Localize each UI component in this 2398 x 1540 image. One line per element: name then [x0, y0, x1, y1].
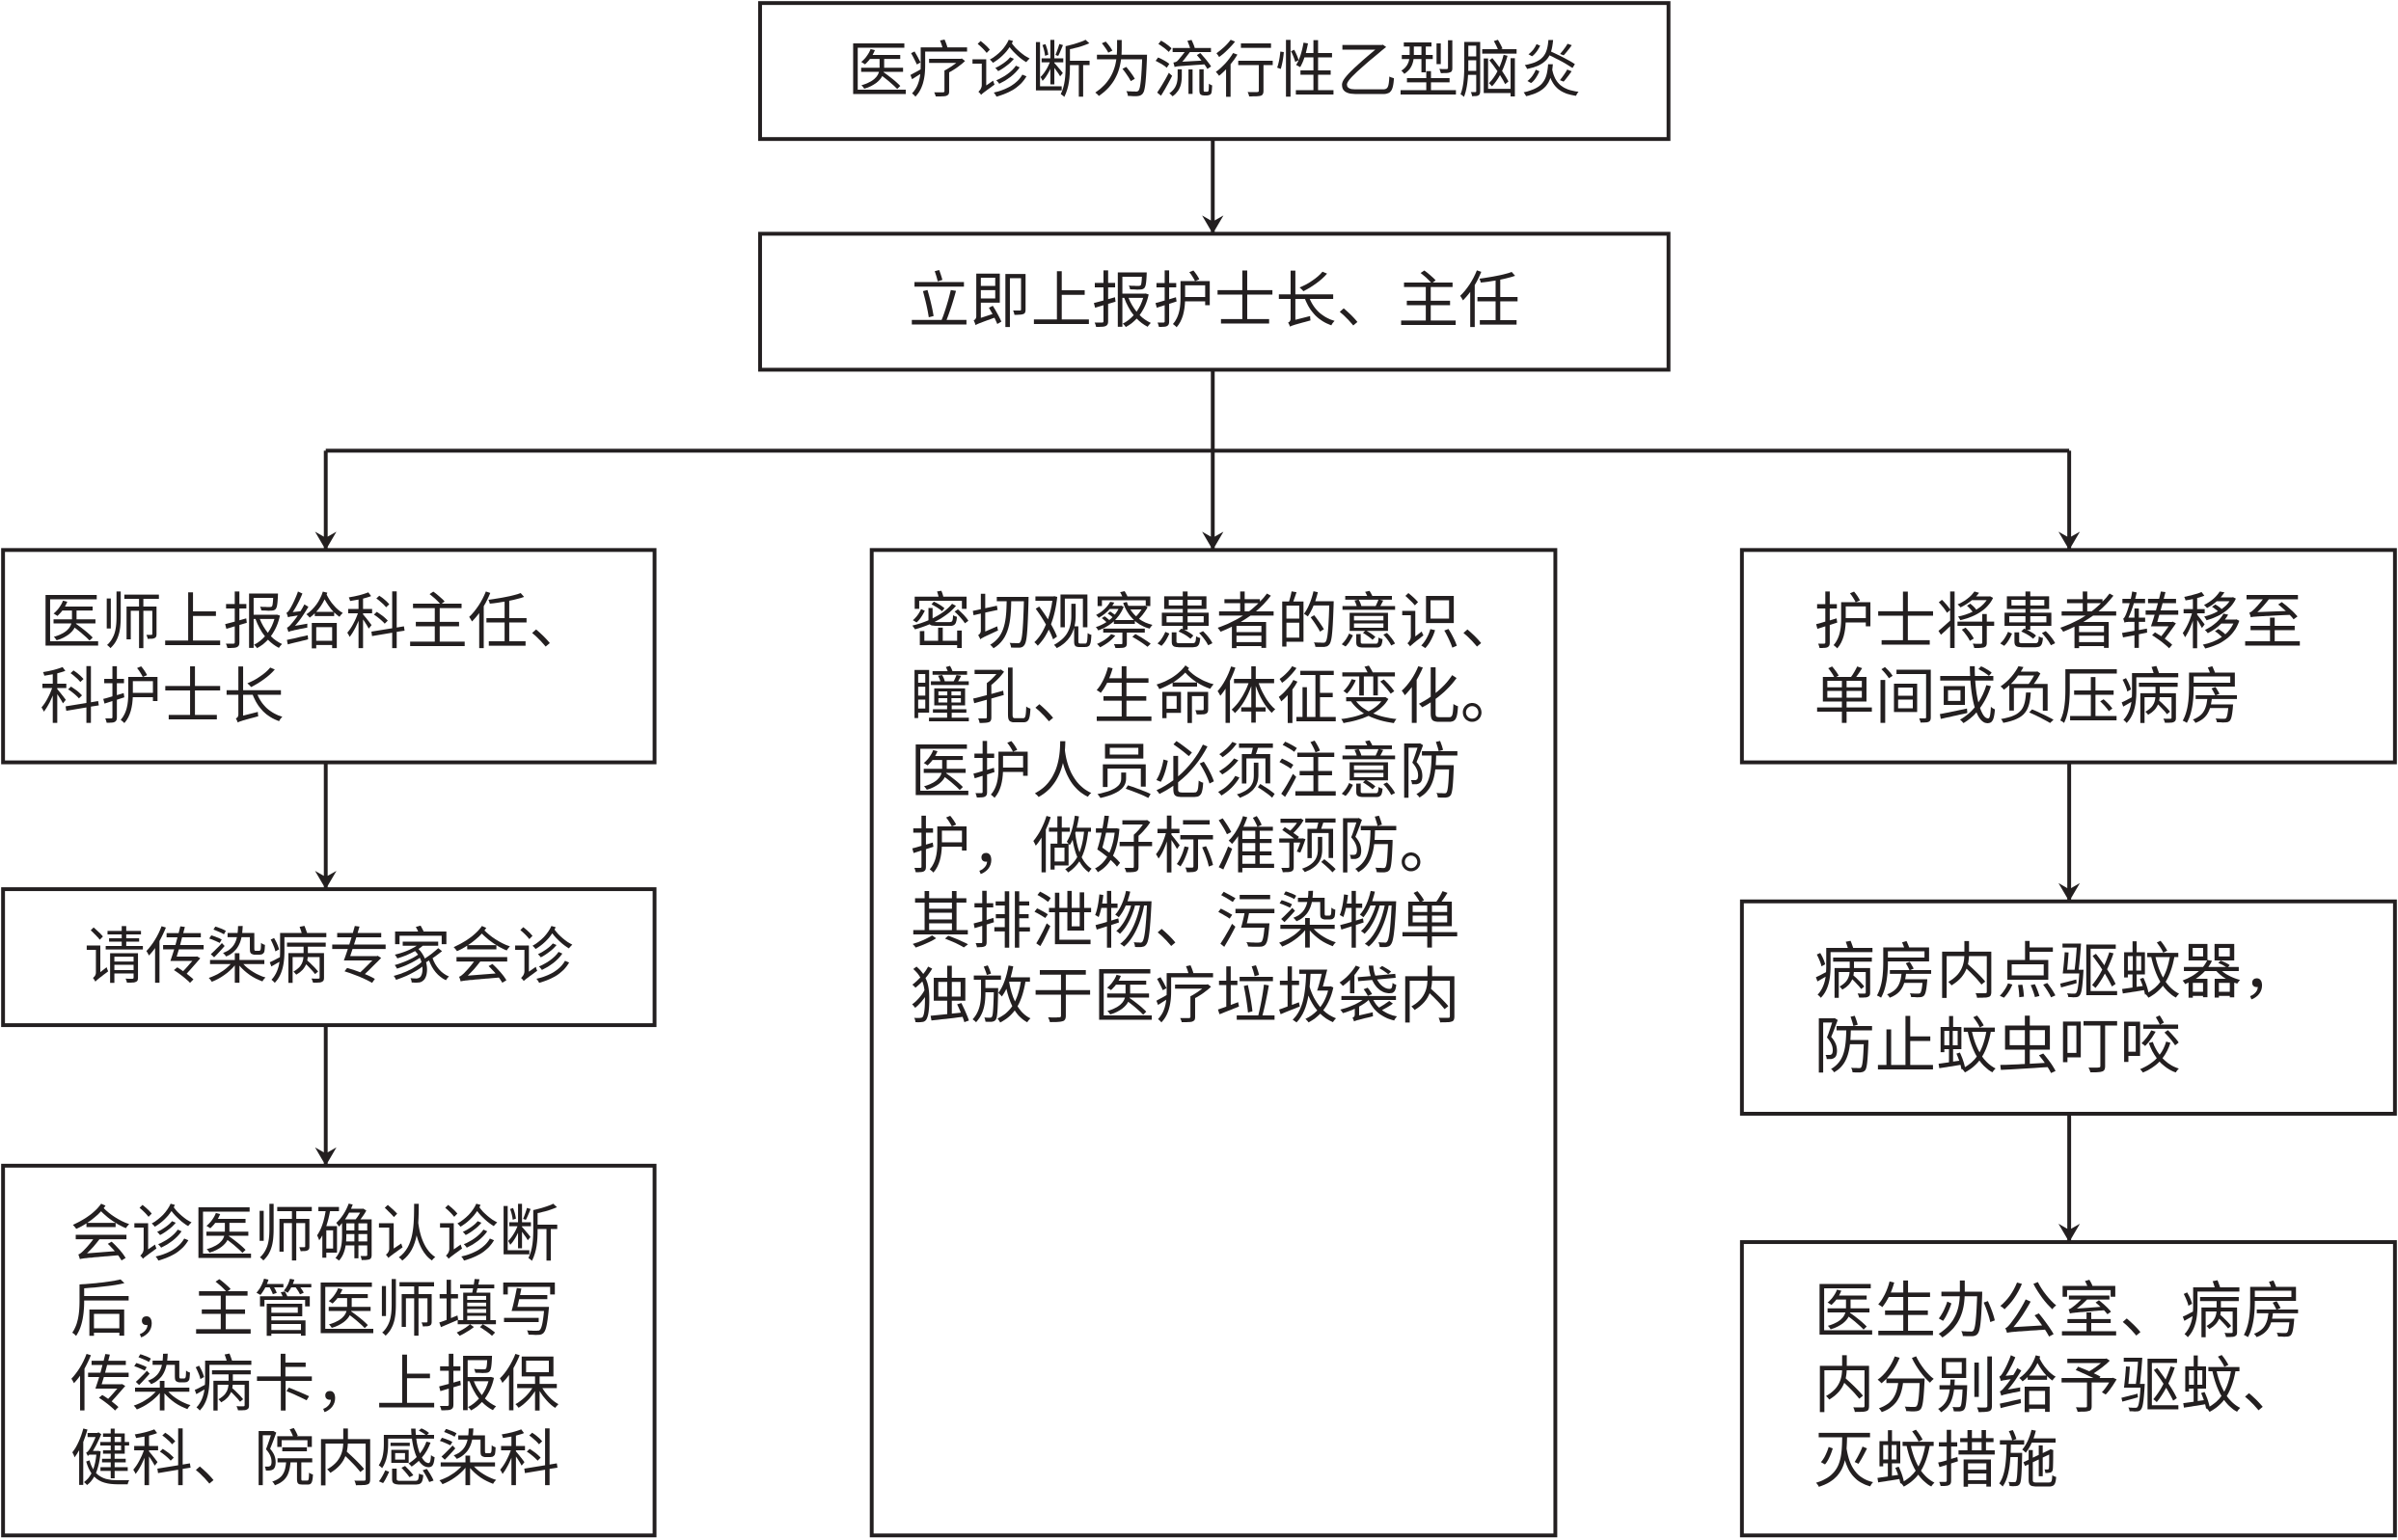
node-confirm: 会诊医师确认诊断 后，主管医师填写 传染病卡，上报保 健科、院内感染科 [1, 1163, 657, 1538]
node-text: 独放于医疗垃圾袋内 [910, 960, 1460, 1032]
node-text: 护，做好标准预防。 [910, 811, 1460, 882]
node-text: 病房内点驱蚊器， [1813, 936, 2303, 1008]
node-text: 后，主管医师填写 [70, 1274, 559, 1345]
node-text: 护士将患者转移至 [1813, 586, 2303, 658]
node-text: 请传染病专家会诊 [84, 921, 573, 992]
node-consult: 请传染病专家会诊 [1, 887, 657, 1028]
node-diagnosis: 医疗诊断为流行性乙型脑炎 [757, 1, 1671, 142]
node-text: 立即上报护士长、主任 [909, 265, 1520, 337]
node-text: 瞳孔、生命体征变化。 [910, 661, 1521, 732]
node-text: 单间或负压病房 [1813, 661, 2242, 732]
node-text: 会诊医师确认诊断 [70, 1199, 559, 1270]
node-physician-report: 医师上报给科主任、 科护士长 [1, 548, 657, 765]
node-text: 传染病卡，上报保 [70, 1348, 559, 1419]
node-text: 健科、院内感染科 [70, 1423, 559, 1495]
node-observe: 密切观察患者的意识、 瞳孔、生命体征变化。 医护人员必须注意防 护，做好标准预防… [869, 548, 1558, 1538]
node-text: 医疗诊断为流行性乙型脑炎 [847, 35, 1581, 106]
node-text: 医护人员必须注意防 [910, 736, 1460, 807]
node-text: 密切观察患者的意识、 [910, 586, 1521, 658]
node-text: 灭蚊措施 [1813, 1425, 2058, 1497]
node-text: 防止蚊虫叮咬 [1813, 1011, 2180, 1082]
node-text: 医师上报给科主任、 [40, 586, 590, 658]
node-text: 其排泄物、污染物单 [910, 885, 1460, 957]
node-repellent: 病房内点驱蚊器， 防止蚊虫叮咬 [1739, 899, 2397, 1116]
node-text: 医生办公室、病房 [1813, 1275, 2303, 1346]
node-office: 医生办公室、病房 内分别给予驱蚊、 灭蚊措施 [1739, 1240, 2397, 1538]
node-report-head: 立即上报护士长、主任 [757, 231, 1671, 372]
node-text: 科护士长 [40, 661, 285, 732]
node-transfer: 护士将患者转移至 单间或负压病房 [1739, 548, 2397, 765]
node-text: 内分别给予驱蚊、 [1813, 1350, 2303, 1421]
